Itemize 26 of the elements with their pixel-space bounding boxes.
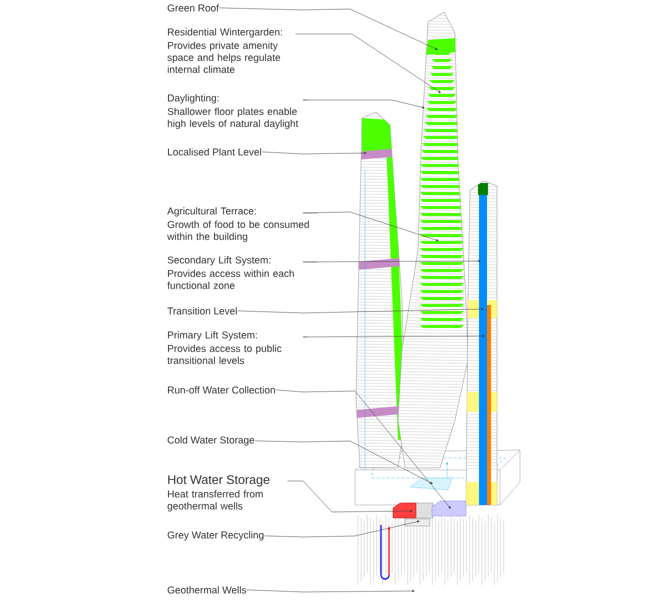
- leader-line: [302, 334, 485, 338]
- leader-line: [254, 440, 433, 484]
- callout-text: Run-off Water Collection: [168, 386, 275, 394]
- callout-text: Cold Water Storage: [168, 436, 254, 446]
- callout-text: Hot Water Storage Heat transferred from geothermal wells: [168, 475, 270, 512]
- callout-text: Daylighting: Shallower floor plates enable high levels of natural daylight: [168, 94, 298, 129]
- callout-text: Secondary Lift System: Provides access within each functional zone: [167, 256, 294, 290]
- callout-text: Geothermal Wells: [168, 586, 246, 594]
- callout-text: Grey Water Recycling: [168, 531, 264, 540]
- callout-text: Primary Lift System: Provides access to public transitional levels: [167, 331, 282, 364]
- leader-line: [237, 308, 484, 314]
- leader-line: [262, 152, 367, 154]
- leader-line: [302, 100, 425, 108]
- leader-line: [302, 260, 481, 262]
- leader-line: [287, 480, 413, 512]
- leader-line: [276, 390, 451, 509]
- callout-text: Residential Wintergarden: Provides private amenity space and helps regulate internal climate: [168, 28, 282, 74]
- callout-text: Green Roof: [168, 4, 219, 12]
- leader-line: [246, 590, 415, 592]
- callout-text: Localised Plant Level: [168, 148, 262, 156]
- leader-line: [218, 8, 438, 50]
- callout-text: Agricultural Terrace: Growth of food to be consumed within the building: [167, 207, 309, 242]
- callout-text: Transition Level: [167, 307, 237, 315]
- leader-line: [302, 212, 439, 242]
- leader-line: [295, 34, 441, 93]
- leader-line: [264, 520, 420, 538]
